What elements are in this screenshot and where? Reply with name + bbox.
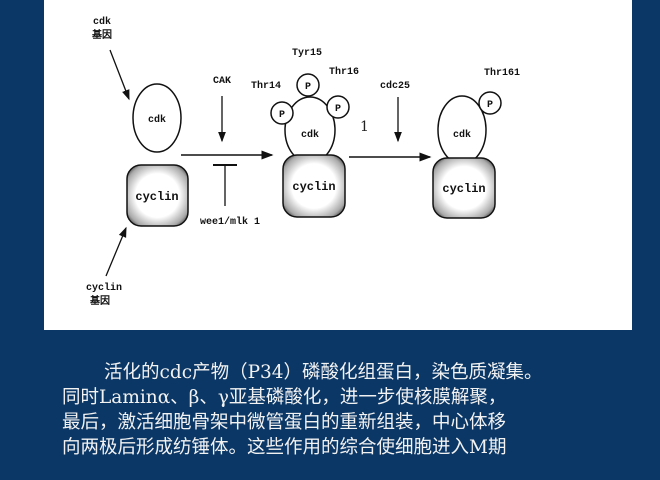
cyclin-label: cyclin bbox=[135, 190, 178, 204]
cdk-gene-label: cdk bbox=[93, 16, 111, 28]
cdk-label: cdk bbox=[148, 114, 166, 126]
caption-line: 向两极后形成纺锤体。这些作用的综合使细胞进入M期 bbox=[62, 437, 507, 458]
wee1-label: wee1/mlk 1 bbox=[200, 216, 260, 228]
p-label: P bbox=[279, 110, 285, 121]
cyclin-subunit bbox=[432, 157, 496, 219]
cyclin-gene-label: cyclin bbox=[86, 282, 122, 294]
tyr15-label: Tyr15 bbox=[292, 48, 322, 59]
caption-line: 活化的cdc产物（P34）磷酸化组蛋白，染色质凝集。 bbox=[104, 362, 543, 383]
cdk-label: cdk bbox=[301, 129, 319, 141]
cyclin-gene-arrow bbox=[105, 226, 127, 277]
phosphate-tyr15 bbox=[296, 73, 320, 97]
cyclin-subunit bbox=[126, 164, 189, 227]
cyclin-label: cyclin bbox=[292, 180, 335, 194]
caption-text: 活化的cdc产物（P34）磷酸化组蛋白，染色质凝集。 同时Laminα、β、γ亚… bbox=[62, 360, 642, 460]
thr14-label: Thr14 bbox=[251, 80, 281, 92]
cdk-label: cdk bbox=[453, 129, 471, 141]
phosphate-thr14 bbox=[270, 101, 294, 125]
cdk-gene-label-2: 基因 bbox=[91, 28, 112, 42]
phosphate-thr16 bbox=[326, 95, 350, 119]
thr161-label: Thr161 bbox=[484, 67, 520, 79]
thr16-label: Thr16 bbox=[329, 66, 359, 78]
caption-line: 同时Laminα、β、γ亚基磷酸化，进一步使核膜解聚， bbox=[62, 387, 507, 408]
cyclin-label: cyclin bbox=[442, 182, 485, 196]
cdk-subunit bbox=[132, 83, 182, 153]
cdc25-label: cdc25 bbox=[380, 80, 410, 92]
cdk-gene-arrow bbox=[109, 49, 130, 101]
phosphate-thr161 bbox=[478, 91, 502, 115]
p-label: P bbox=[487, 100, 493, 111]
cyclin-subunit bbox=[282, 154, 346, 218]
cyclin-gene-label-2: 基因 bbox=[89, 294, 110, 308]
cdk-activation-diagram: cdk 基因 cyclin 基因 cdk cyclin CAK wee1/mlk… bbox=[86, 16, 520, 308]
stray-mark: 1 bbox=[360, 119, 369, 135]
cak-label: CAK bbox=[213, 76, 231, 87]
caption-line: 最后，激活细胞骨架中微管蛋白的重新组装，中心体移 bbox=[62, 412, 507, 433]
p-label: P bbox=[335, 104, 341, 115]
p-label: P bbox=[305, 82, 311, 93]
